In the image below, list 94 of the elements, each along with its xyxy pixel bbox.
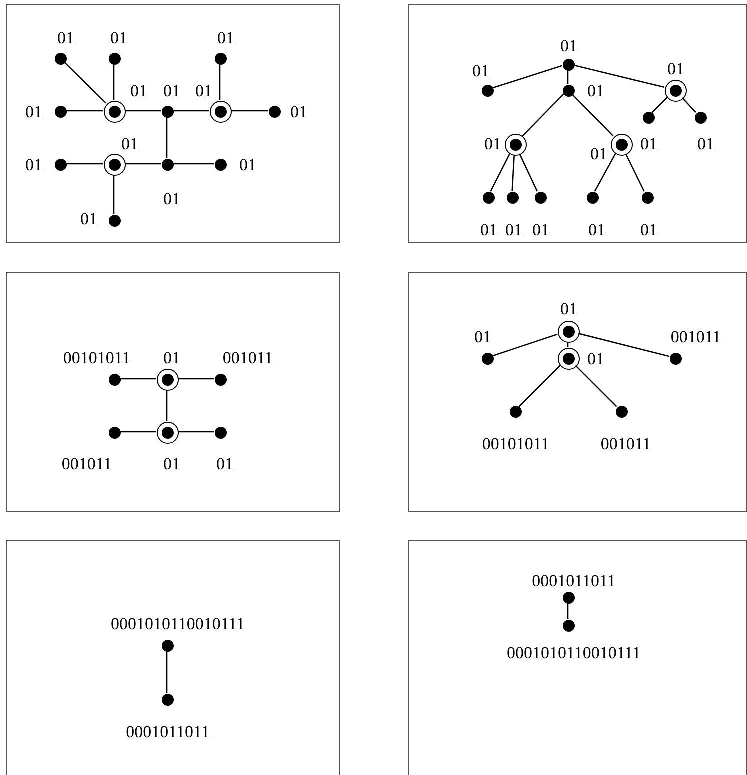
vertex-label: 01: [560, 38, 578, 54]
edge-line: [125, 163, 161, 165]
circled-vertex: [210, 101, 232, 123]
circled-vertex: [558, 321, 580, 343]
vertex-label: 01: [484, 136, 502, 152]
edge-line: [567, 70, 569, 84]
vertex-label: 01: [480, 222, 498, 238]
vertex-label: 001011: [222, 350, 274, 366]
edge-line: [178, 431, 214, 433]
vertex-label: 01: [130, 82, 148, 100]
edge-line: [66, 163, 103, 165]
edge-line: [574, 64, 664, 88]
edge-line: [490, 154, 511, 192]
edge-line: [522, 94, 564, 137]
edge-line: [625, 154, 645, 192]
edge-line: [572, 94, 614, 137]
vertex-label: 0001010110010111: [506, 644, 642, 662]
vertex-label: 001011: [670, 328, 722, 346]
vertex-label: 01: [590, 146, 608, 162]
edge-line: [125, 110, 161, 112]
vertex-label: 001011: [62, 456, 112, 472]
edge-line: [64, 62, 107, 104]
vertex-label: 01: [164, 82, 180, 100]
edge-line: [113, 175, 115, 214]
vertex-label: 01: [640, 222, 658, 238]
circled-vertex: [157, 422, 179, 444]
circled-vertex: [558, 348, 580, 370]
vertex-label: 00101011: [63, 350, 131, 366]
vertex-label: 01: [216, 456, 234, 472]
edge-line: [231, 110, 268, 112]
vertex-label: 01: [58, 30, 74, 46]
edge-line: [219, 64, 221, 100]
vertex-label: 01: [588, 350, 604, 368]
vertex-label: 01: [110, 30, 128, 46]
edge-line: [652, 97, 668, 114]
circled-vertex: [611, 134, 633, 156]
edge-line: [594, 153, 616, 192]
circled-vertex: [104, 154, 126, 176]
edge-line: [113, 64, 115, 100]
vertex-label: 01: [164, 456, 180, 472]
edge-line: [578, 333, 670, 358]
edge-line: [66, 110, 103, 112]
circled-vertex: [665, 80, 687, 102]
edge-line: [492, 334, 558, 357]
edge-line: [120, 431, 156, 433]
edge-line: [682, 98, 696, 114]
vertex-label: 01: [532, 222, 550, 238]
edge-line: [518, 365, 561, 408]
panel-frame: [6, 540, 340, 775]
edge-line: [575, 365, 618, 408]
circled-vertex: [157, 369, 179, 391]
vertex-label: 001011: [600, 436, 652, 452]
edge-line: [166, 117, 168, 158]
vertex-label: 01: [640, 136, 658, 152]
vertex-label: 01: [164, 190, 180, 208]
vertex-label: 0001011011: [532, 572, 616, 590]
panel-frame: [408, 540, 747, 775]
edge-line: [120, 378, 156, 380]
vertex-label: 01: [668, 60, 684, 78]
edge-line: [166, 390, 168, 421]
vertex-label: 01: [588, 82, 604, 100]
edge-line: [173, 110, 209, 112]
panel-frame: [6, 272, 340, 512]
panel-frame: [408, 272, 747, 512]
vertex-label: 01: [240, 156, 256, 174]
vertex-label: 0001011011: [126, 724, 210, 740]
vertex-label: 01: [588, 222, 606, 238]
edge-line: [492, 65, 562, 89]
vertex-label: 01: [164, 350, 180, 366]
vertex-label: 00101011: [482, 436, 550, 452]
edge-line: [166, 651, 168, 693]
vertex-label: 01: [26, 104, 42, 120]
edge-line: [519, 154, 538, 192]
vertex-label: 0001010110010111: [110, 616, 246, 632]
edge-line: [567, 342, 569, 347]
vertex-label: 01: [218, 30, 234, 46]
vertex-label: 01: [474, 328, 492, 346]
vertex-label: 01: [26, 156, 42, 174]
panel-frame: [6, 4, 340, 243]
edge-line: [567, 603, 569, 619]
vertex-label: 01: [560, 300, 578, 318]
edge-line: [173, 163, 214, 165]
vertex-label: 01: [698, 136, 714, 152]
edge-line: [178, 378, 214, 380]
vertex-label: 01: [506, 222, 522, 238]
circled-vertex: [104, 101, 126, 123]
vertex-label: 01: [290, 104, 308, 120]
vertex-label: 01: [80, 210, 98, 228]
edge-line: [512, 154, 516, 192]
vertex-label: 01: [122, 136, 138, 152]
vertex-label: 01: [196, 82, 212, 100]
circled-vertex: [505, 134, 527, 156]
vertex-label: 01: [472, 62, 490, 80]
panel-frame: [408, 4, 747, 243]
